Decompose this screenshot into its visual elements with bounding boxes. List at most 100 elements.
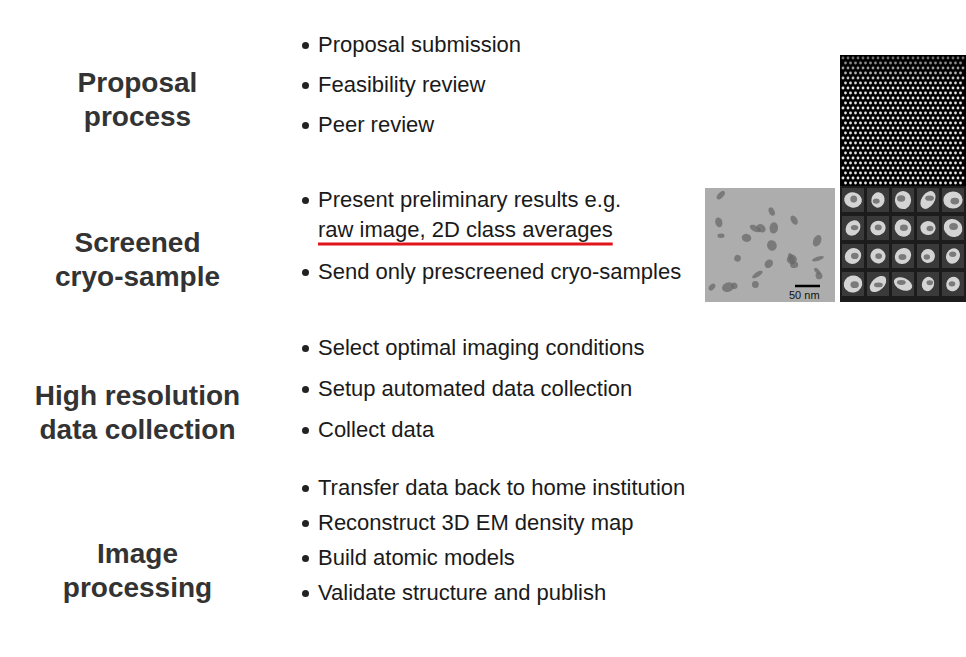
class-cell [867,216,889,240]
lattice-dot [932,157,935,160]
lattice-dot [887,147,890,150]
lattice-dot [852,107,855,110]
lattice-dot [874,132,877,135]
lattice-dot [892,87,895,90]
lattice-dot [882,57,885,60]
lattice-dot [864,92,867,95]
lattice-dot [944,102,947,105]
class-cell [917,244,939,268]
lattice-dot [867,137,870,140]
bullet-text: Select optimal imaging conditions [318,333,838,363]
lattice-dot [932,67,935,70]
class-blob-core [927,226,934,232]
lattice-dot [867,107,870,110]
lattice-dot [842,77,845,80]
particle [789,214,799,226]
lattice-dot [942,117,945,120]
lattice-dot [842,127,845,130]
class-average [842,244,865,268]
lattice-dot [952,127,955,130]
lattice-dot [887,57,890,60]
lattice-dot [917,127,920,130]
lattice-dot [924,172,927,175]
lattice-dot [939,152,942,155]
lattice-dot [949,112,952,115]
bullet-text: Transfer data back to home institution [318,473,838,503]
lattice-dot [884,132,887,135]
lattice-dot [954,122,957,125]
lattice-dot [907,107,910,110]
lattice-dot [909,62,912,65]
lattice-dot [959,182,962,185]
lattice-dot [922,77,925,80]
lattice-dot [849,132,852,135]
lattice-dot [862,57,865,60]
class-average [917,188,939,212]
lattice-dot [939,92,942,95]
lattice-dot [899,182,902,185]
lattice-dot [922,107,925,110]
lattice-dot [947,127,950,130]
lattice-dot [902,177,905,180]
lattice-dot [867,157,870,160]
class-blob-core [950,198,959,205]
class-average [867,244,889,268]
lattice-dot [874,112,877,115]
bullet-row: Setup automated data collection [300,374,838,404]
lattice-dot [862,177,865,180]
bullet-row: Present preliminary results e.g. raw ima… [300,185,703,245]
lattice-dot [889,122,892,125]
lattice-dot [947,177,950,180]
chevron [0,320,275,483]
class-blob [895,191,911,209]
lattice-dot [932,87,935,90]
bullet-row: Feasibility review [300,70,838,100]
class-cell [842,216,864,240]
lattice-dot [869,172,872,175]
class-blob [943,246,962,266]
lattice-dot [897,107,900,110]
lattice-dot [849,182,852,185]
lattice-dot [899,62,902,65]
chevron [0,0,275,178]
lattice-dot [954,62,957,65]
lattice-dot [847,177,850,180]
lattice-dot [917,57,920,60]
lattice-dot [842,87,845,90]
lattice-dot [899,142,902,145]
lattice-dot [909,152,912,155]
class-cell [867,272,889,296]
class-blob-core [949,252,956,257]
lattice-dot [849,172,852,175]
lattice-dot [872,157,875,160]
lattice-dot [867,117,870,120]
lattice-dot [939,132,942,135]
lattice-dot [902,57,905,60]
lattice-dot [894,172,897,175]
micrograph [705,188,835,302]
lattice-dot [949,72,952,75]
lattice-dot [892,97,895,100]
lattice-dot [872,97,875,100]
lattice-dot [884,172,887,175]
lattice-dot [902,97,905,100]
lattice-dot [934,142,937,145]
lattice-dot [877,97,880,100]
lattice-dot [959,72,962,75]
lattice-dot [917,67,920,70]
lattice-dot [947,57,950,60]
lattice-dot [914,162,917,165]
lattice-dot [897,177,900,180]
lattice-dot [859,62,862,65]
bullet-row: Validate structure and publish [300,578,838,608]
lattice-dot [867,77,870,80]
class-blob-core [850,196,857,203]
lattice-dot [924,162,927,165]
lattice-dot [854,82,857,85]
class-average [917,216,939,240]
lattice-dot [879,82,882,85]
lattice-dot [934,122,937,125]
lattice-dot [869,112,872,115]
lattice-dot [927,117,930,120]
lattice-dot [882,157,885,160]
